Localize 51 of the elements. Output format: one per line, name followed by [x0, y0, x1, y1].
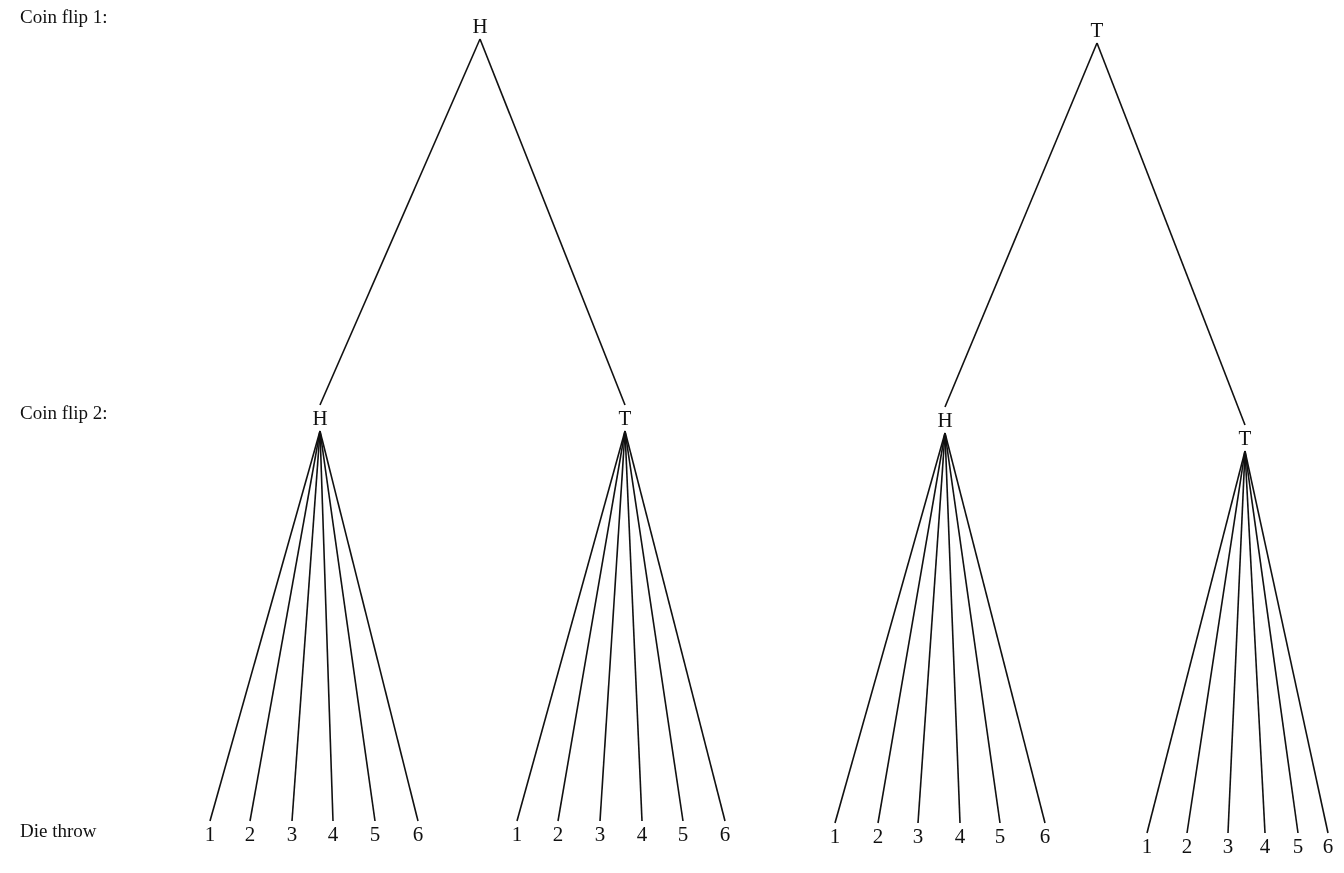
tree-branch: [209, 430, 321, 822]
outcome-label: 5: [988, 823, 1012, 849]
outcome-label: 4: [1253, 833, 1277, 859]
outcome-label: 6: [713, 821, 737, 847]
tree-branch: [319, 430, 334, 822]
tree-branch: [624, 430, 684, 822]
outcome-label: 3: [588, 821, 612, 847]
row-label: Coin flip 1:: [20, 6, 108, 28]
tree-branch: [944, 432, 1001, 824]
outcome-label: 1: [823, 823, 847, 849]
row-label: Die throw: [20, 820, 97, 842]
outcome-label: 6: [406, 821, 430, 847]
tree-branch: [944, 42, 1098, 408]
tree-branch: [1244, 450, 1266, 834]
outcome-label: 6: [1316, 833, 1340, 859]
outcome-label: 3: [1216, 833, 1240, 859]
tree-branch: [319, 430, 376, 822]
tree-branch: [319, 430, 419, 822]
tree-branch: [834, 432, 946, 824]
tree-branch: [624, 430, 643, 822]
outcome-label: H: [468, 13, 492, 39]
outcome-label: 2: [866, 823, 890, 849]
outcome-label: 4: [630, 821, 654, 847]
outcome-label: 5: [1286, 833, 1310, 859]
outcome-label: T: [613, 405, 637, 431]
outcome-label: 3: [280, 821, 304, 847]
tree-branch: [624, 430, 726, 822]
tree-branch: [944, 432, 1046, 824]
tree-branch: [319, 38, 481, 406]
outcome-label: 2: [1175, 833, 1199, 859]
outcome-label: H: [308, 405, 332, 431]
outcome-label: T: [1085, 17, 1109, 43]
tree-branch: [516, 430, 626, 822]
tree-branch: [1096, 42, 1246, 426]
outcome-label: 1: [1135, 833, 1159, 859]
tree-branch: [944, 432, 961, 824]
tree-branch: [479, 38, 626, 406]
outcome-label: 1: [505, 821, 529, 847]
outcome-label: 5: [671, 821, 695, 847]
outcome-label: H: [933, 407, 957, 433]
row-label: Coin flip 2:: [20, 402, 108, 424]
outcome-label: 2: [546, 821, 570, 847]
outcome-label: T: [1233, 425, 1257, 451]
outcome-label: 2: [238, 821, 262, 847]
outcome-label: 3: [906, 823, 930, 849]
outcome-label: 6: [1033, 823, 1057, 849]
outcome-label: 4: [948, 823, 972, 849]
outcome-label: 4: [321, 821, 345, 847]
tree-branch: [1244, 450, 1329, 834]
outcome-label: 5: [363, 821, 387, 847]
outcome-label: 1: [198, 821, 222, 847]
